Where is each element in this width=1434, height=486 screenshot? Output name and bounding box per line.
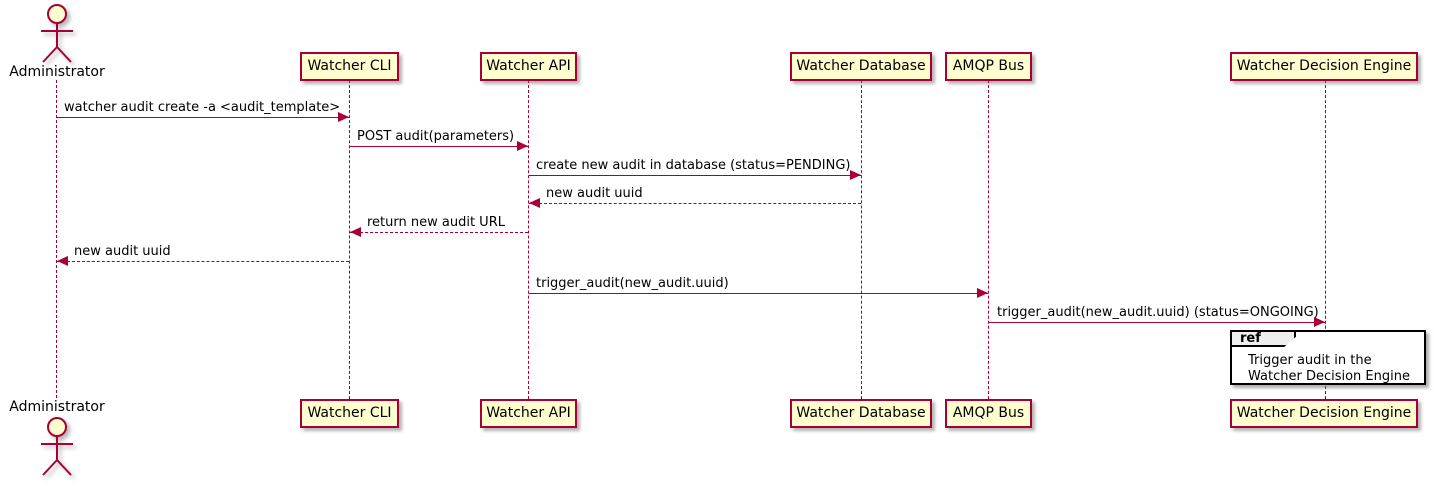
message-line [350, 146, 528, 147]
message-label: watcher audit create -a <audit_template> [64, 100, 341, 115]
message-line [57, 117, 349, 118]
participant-box-watcher-database-top: Watcher Database [790, 52, 932, 81]
message-line [529, 293, 988, 294]
message-line [529, 203, 861, 204]
message-line [529, 175, 861, 176]
message-label: new audit uuid [74, 244, 171, 259]
message-label: new audit uuid [546, 186, 643, 201]
lifeline-watcher-database [861, 80, 862, 399]
participant-label-administrator-top: Administrator [9, 64, 105, 80]
lifeline-watcher-decision-engine [1325, 80, 1326, 399]
participant-box-watcher-decision-engine-top: Watcher Decision Engine [1230, 52, 1418, 81]
arrowhead-icon [977, 288, 988, 298]
ref-keyword: ref [1230, 330, 1296, 347]
message-label: trigger_audit(new_audit.uuid) (status=ON… [997, 305, 1319, 320]
message-label: POST audit(parameters) [357, 129, 515, 144]
message-label: create new audit in database (status=PEN… [536, 158, 851, 173]
arrowhead-icon [57, 256, 68, 266]
lifeline-watcher-api [528, 80, 529, 399]
actor-icon [41, 417, 73, 476]
message-line [57, 261, 349, 262]
participant-box-watcher-database-bottom: Watcher Database [790, 399, 932, 428]
arrowhead-icon [338, 112, 349, 122]
lifeline-watcher-cli [349, 80, 350, 399]
arrowhead-icon [850, 170, 861, 180]
actor-icon [41, 4, 73, 63]
message-line [350, 232, 528, 233]
participant-box-watcher-api-top: Watcher API [480, 52, 577, 81]
arrowhead-icon [529, 198, 540, 208]
ref-text-line: Trigger audit in the [1248, 353, 1372, 368]
ref-text: Trigger audit in the Watcher Decision En… [1248, 353, 1410, 385]
ref-text-line: Watcher Decision Engine [1248, 369, 1410, 384]
participant-box-watcher-cli-bottom: Watcher CLI [300, 399, 399, 428]
lifeline-amqp-bus [988, 80, 989, 399]
message-label: trigger_audit(new_audit.uuid) [536, 276, 729, 291]
message-label: return new audit URL [367, 215, 505, 230]
arrowhead-icon [1314, 317, 1325, 327]
arrowhead-icon [517, 141, 528, 151]
message-line [989, 322, 1325, 323]
ref-fragment: ref Trigger audit in the Watcher Decisio… [1230, 330, 1426, 385]
participant-box-watcher-decision-engine-bottom: Watcher Decision Engine [1230, 399, 1418, 428]
participant-box-watcher-api-bottom: Watcher API [480, 399, 577, 428]
participant-box-amqp-bus-bottom: AMQP Bus [945, 399, 1032, 428]
participant-box-amqp-bus-top: AMQP Bus [945, 52, 1032, 81]
participant-box-watcher-cli-top: Watcher CLI [300, 52, 399, 81]
participant-label-administrator-bottom: Administrator [9, 399, 105, 415]
lifeline-administrator [56, 80, 57, 398]
arrowhead-icon [350, 227, 361, 237]
